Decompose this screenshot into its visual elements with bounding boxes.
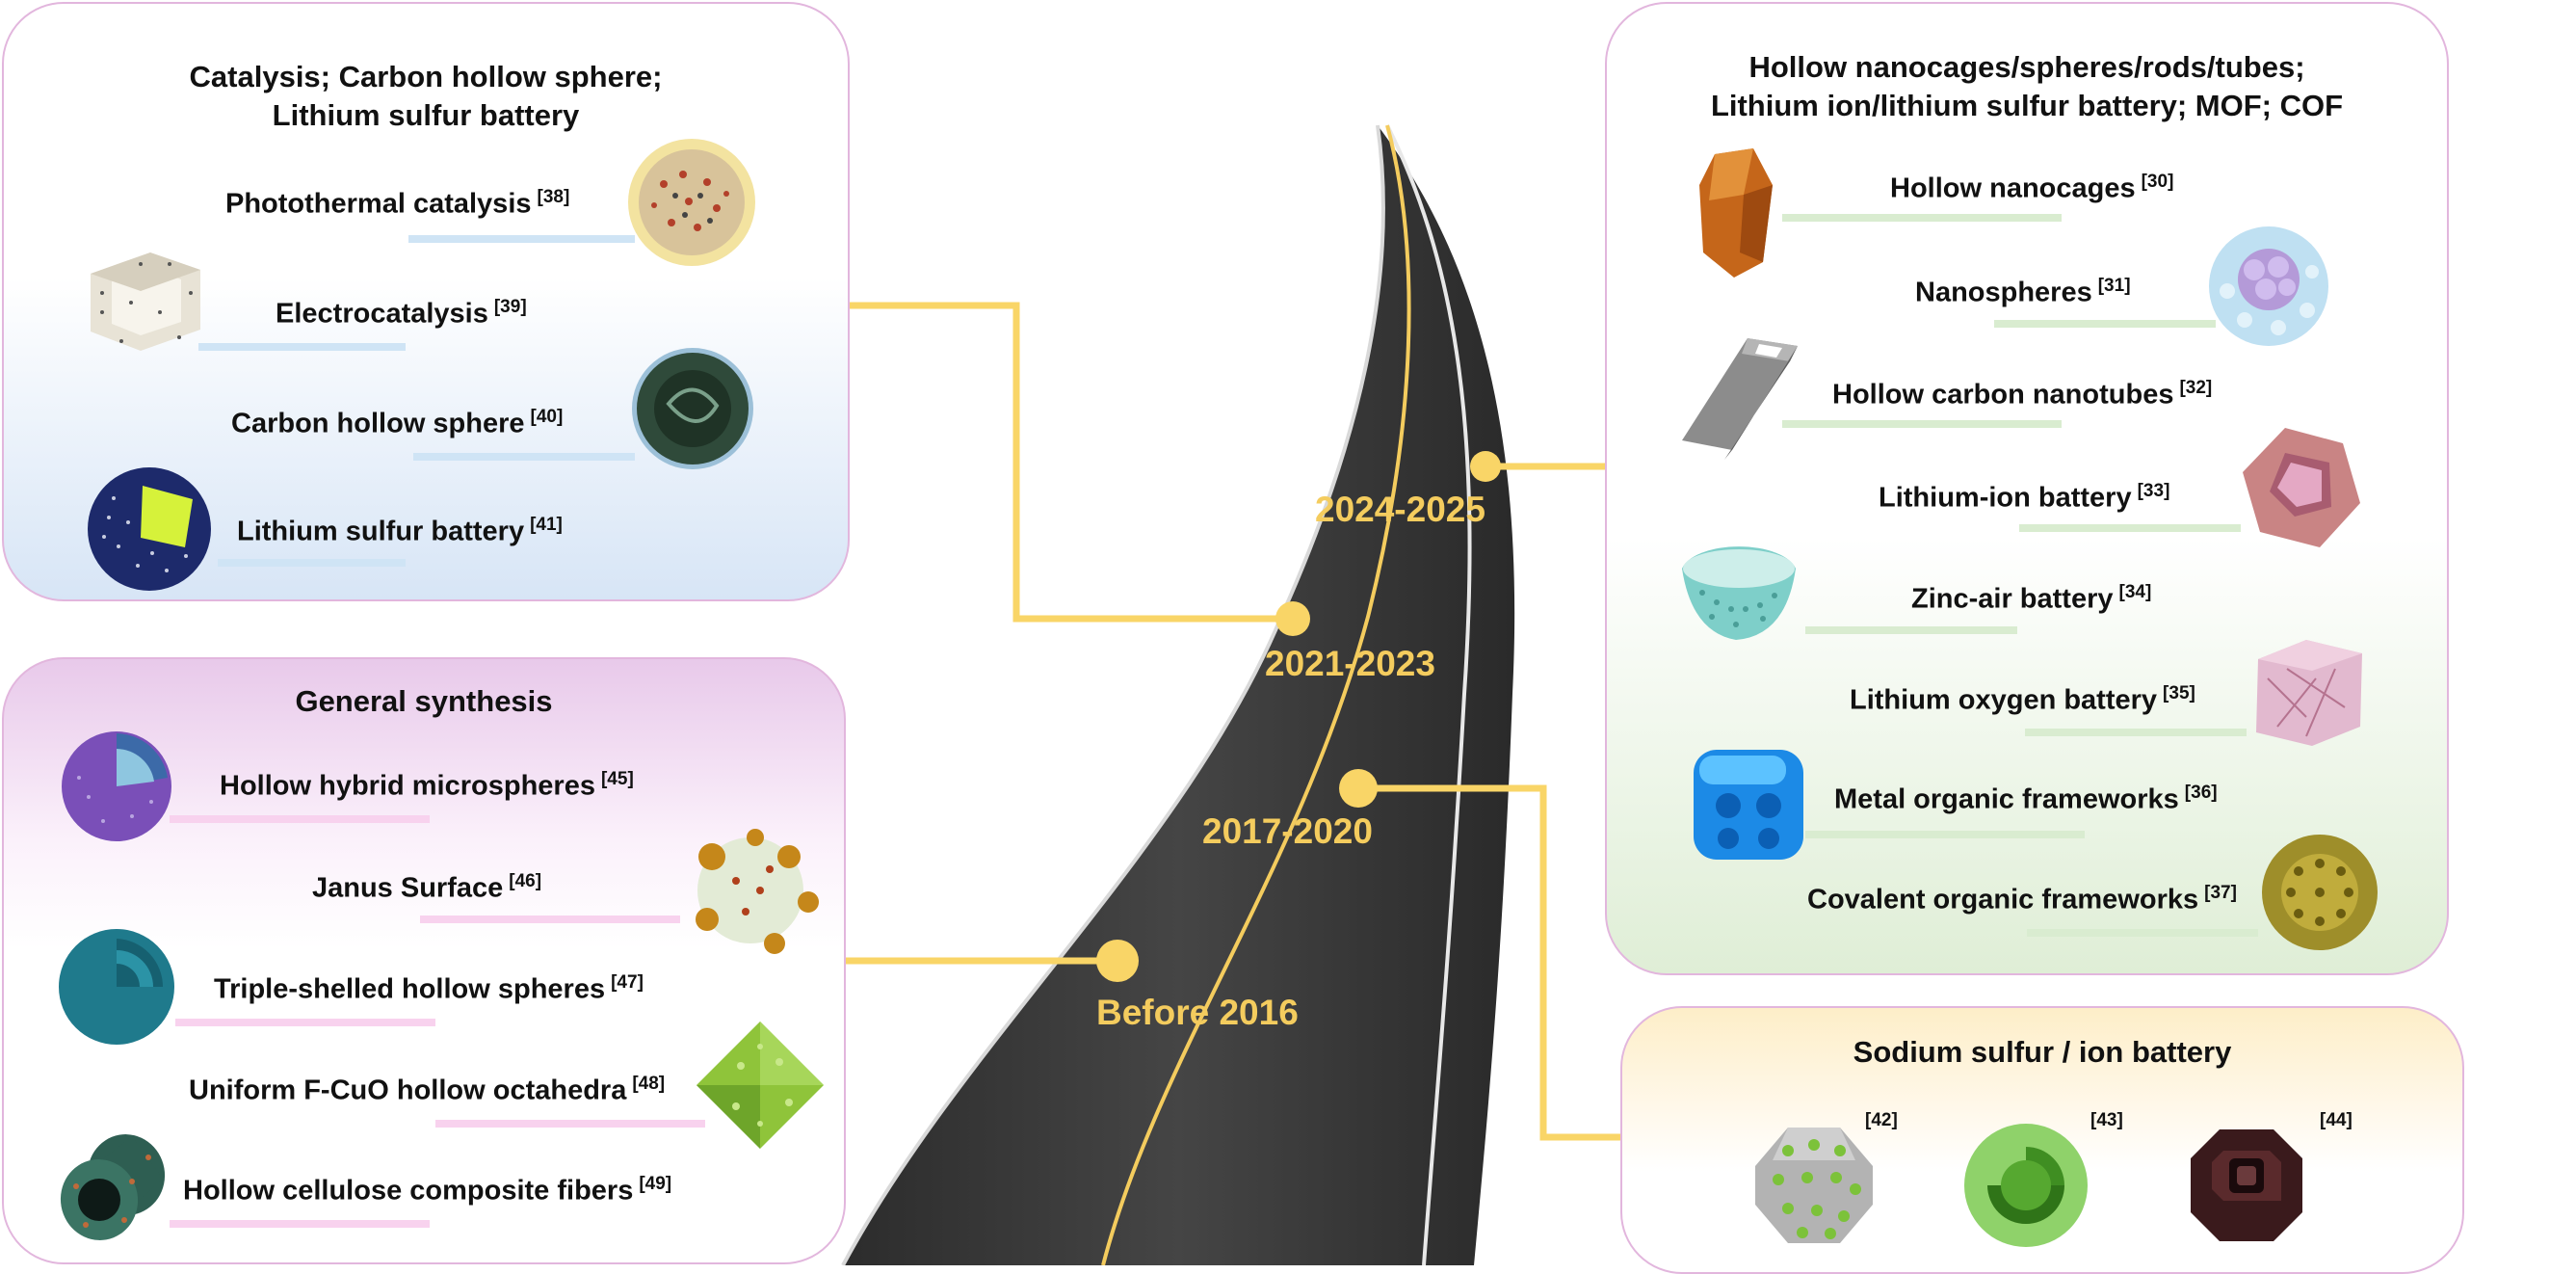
item-hollow-carbon-nanotubes: Hollow carbon nanotubes[32] [1832, 378, 2213, 411]
year-2021-2023: 2021-2023 [1265, 644, 1435, 683]
hollow-panel-title-line1: Hollow nanocages/spheres/rods/tubes; [1748, 50, 2305, 84]
item-nanospheres: Nanospheres[31] [1915, 276, 2131, 308]
ref-47: [47] [611, 972, 644, 993]
node-2024-2025 [1470, 451, 1501, 482]
underline [1782, 420, 2062, 428]
item-lithium-sulfur-battery: Lithium sulfur battery[41] [237, 515, 563, 547]
item-lithium-oxygen-battery: Lithium oxygen battery[35] [1850, 683, 2195, 716]
catalysis-panel: Catalysis; Carbon hollow sphere; Lithium… [2, 2, 850, 601]
ref-39: [39] [493, 297, 527, 317]
ref-30: [30] [2141, 172, 2174, 192]
underline [2027, 929, 2258, 937]
year-2017-2020: 2017-2020 [1202, 811, 1373, 851]
hollow-nanocage-crystal-icon [1699, 148, 1773, 278]
underline [198, 343, 406, 351]
ref-46: [46] [509, 871, 542, 891]
item-electrocatalysis: Electrocatalysis[39] [276, 297, 527, 330]
item-carbon-hollow-sphere: Carbon hollow sphere[40] [231, 407, 564, 439]
node-before-2016 [1096, 940, 1139, 982]
underline [2025, 729, 2247, 736]
ref-42: [42] [1865, 1110, 1898, 1130]
underline [413, 453, 635, 461]
underline [170, 815, 430, 823]
hollow-structures-panel: Hollow nanocages/spheres/rods/tubes; Lit… [1605, 2, 2449, 975]
item-photothermal-catalysis: Photothermal catalysis[38] [225, 187, 570, 220]
general-synthesis-panel: General synthesis Hollow hybrid microsph… [2, 657, 846, 1264]
item-hollow-nanocages: Hollow nanocages[30] [1890, 172, 2174, 204]
electrocatalysis-cube-icon [91, 252, 200, 351]
ref-38: [38] [537, 187, 570, 207]
ref-32: [32] [2179, 378, 2213, 398]
sodium-polyhedron-icon [1755, 1128, 1873, 1243]
item-covalent-organic-frameworks: Covalent organic frameworks[37] [1807, 883, 2237, 916]
underline [408, 235, 635, 243]
ref-37: [37] [2204, 883, 2237, 903]
sodium-battery-panel: Sodium sulfur / ion battery [42] [43] [4… [1620, 1006, 2464, 1274]
cof-sphere-icon [2262, 835, 2378, 950]
underline [1805, 831, 2085, 838]
road [841, 116, 1541, 1265]
ref-44: [44] [2320, 1110, 2353, 1130]
general-synthesis-panel-title: General synthesis [295, 684, 553, 718]
item-lithium-ion-battery: Lithium-ion battery[33] [1879, 481, 2170, 514]
nanosphere-icon [2209, 226, 2328, 346]
ref-45: [45] [600, 769, 634, 789]
lithium-ion-polyhedron-icon [2243, 428, 2360, 547]
zinc-air-hemisphere-icon [1682, 546, 1796, 640]
catalysis-panel-title-line1: Catalysis; Carbon hollow sphere; [189, 60, 663, 93]
underline [1782, 214, 2062, 222]
item-triple-shelled-hollow-spheres: Triple-shelled hollow spheres[47] [214, 972, 644, 1005]
ref-43: [43] [2090, 1110, 2123, 1130]
lithium-oxygen-cube-icon [2256, 640, 2362, 746]
item-metal-organic-frameworks: Metal organic frameworks[36] [1834, 783, 2218, 815]
lithium-sulfur-sphere-icon [88, 467, 211, 591]
ref-49: [49] [639, 1174, 672, 1194]
item-hollow-cellulose-composite-fibers: Hollow cellulose composite fibers[49] [183, 1174, 672, 1207]
item-uniform-f-cuo-hollow-octahedra: Uniform F-CuO hollow octahedra[48] [189, 1074, 666, 1106]
hollow-panel-title-line2: Lithium ion/lithium sulfur battery; MOF;… [1710, 89, 2344, 122]
underline [2019, 524, 2241, 532]
year-before-2016: Before 2016 [1096, 993, 1299, 1032]
item-janus-surface: Janus Surface[46] [312, 871, 542, 904]
sodium-panel-title: Sodium sulfur / ion battery [1853, 1035, 2232, 1069]
node-2021-2023 [1275, 601, 1310, 636]
underline [218, 559, 406, 567]
underline [420, 916, 680, 923]
sodium-dark-polyhedron-icon [2191, 1129, 2302, 1241]
ref-33: [33] [2137, 481, 2170, 501]
hollow-carbon-nanotube-icon [1682, 338, 1798, 460]
ref-36: [36] [2184, 783, 2218, 803]
triple-shelled-sphere-icon [59, 929, 174, 1045]
year-2024-2025: 2024-2025 [1315, 490, 1485, 529]
item-zinc-air-battery: Zinc-air battery[34] [1911, 582, 2152, 615]
underline [1994, 320, 2216, 328]
item-hollow-hybrid-microspheres: Hollow hybrid microspheres[45] [220, 769, 634, 802]
hollow-hybrid-microsphere-icon [62, 731, 171, 841]
underline [1805, 626, 2017, 634]
timeline-nodes [1096, 451, 1501, 982]
ref-34: [34] [2118, 582, 2152, 602]
connector-lines [846, 302, 1620, 1141]
underline [175, 1019, 435, 1026]
underline [435, 1120, 705, 1128]
ref-35: [35] [2163, 683, 2195, 703]
ref-41: [41] [530, 515, 563, 535]
underline [170, 1220, 430, 1228]
mof-cube-icon [1694, 750, 1803, 860]
photothermal-sphere-icon [628, 139, 755, 266]
ref-40: [40] [530, 407, 564, 427]
ref-48: [48] [632, 1074, 666, 1094]
f-cuo-octahedron-icon [697, 1022, 824, 1149]
janus-sphere-icon [696, 829, 819, 954]
carbon-hollow-sphere-icon [632, 348, 753, 469]
node-2017-2020 [1339, 769, 1378, 808]
ref-31: [31] [2097, 276, 2131, 296]
hollow-cellulose-fiber-icon [60, 1134, 166, 1240]
catalysis-panel-title-line2: Lithium sulfur battery [272, 98, 580, 132]
sodium-core-shell-sphere-icon [1964, 1124, 2088, 1247]
